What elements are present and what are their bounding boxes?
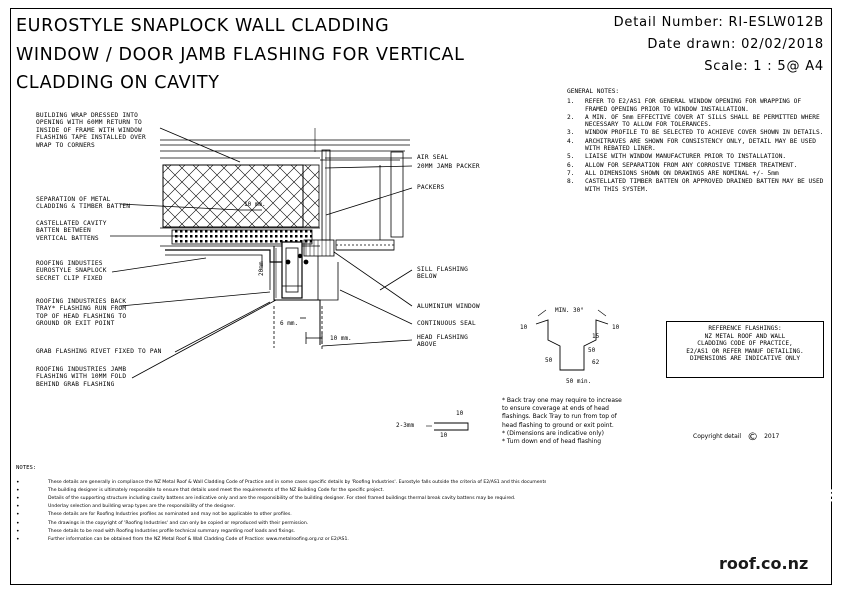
profile-dim-a: 10 [520,324,528,331]
title-line-2: WINDOW / DOOR JAMB FLASHING FOR VERTICAL [16,45,465,65]
profile-min-angle: MIN. 30° [555,307,584,314]
fold-gap-label: 2-3mm [396,422,415,429]
general-notes-heading: GENERAL NOTES: [567,88,620,95]
label-building-wrap: BUILDING WRAP DRESSED INTO OPENING WITH … [36,112,146,149]
notes: NOTES: •These details are generally in c… [16,464,546,544]
title-line-3: CLADDING ON CAVITY [16,73,220,93]
dim-20mm: 20mm [258,261,265,276]
note-item: •The drawings in the copyright of 'Roofi… [16,519,309,527]
general-note: 6.ALLOW FOR SEPARATION FROM ANY CORROSIV… [567,161,798,169]
reference-flashings-box: REFERENCE FLASHINGS: NZ METAL ROOF AND W… [666,321,824,378]
general-note: 5.LIAISE WITH WINDOW MANUFACTURER PRIOR … [567,153,787,161]
copyright: Copyright detail © 2017 [693,430,779,443]
label-head-flashing: HEAD FLASHING ABOVE [417,334,469,349]
note-item: •The building designer is ultimately res… [16,487,384,495]
fold-bottom-label: 10 [440,432,448,439]
drawing-frame [10,8,832,585]
label-jamb-flashing: ROOFING INDUSTRIES JAMB FLASHING WITH 10… [36,366,127,388]
profile-dim-f: 62 [592,359,600,366]
label-back-tray: ROOFING INDUSTRIES BACK TRAY* FLASHING R… [36,298,127,328]
footnote-line: head flashing to ground or exit point. [502,421,614,429]
dim-10mm-top: 10 mm. [244,201,266,208]
label-separation: SEPARATION OF METAL CLADDING & TIMBER BA… [36,196,131,211]
dim-10mm-bottom: 10 mm. [330,335,352,342]
note-item: •Underlay selection and building wrap ty… [16,503,236,511]
logo-website: roof.co.nz [719,554,809,573]
general-note: 2.A MIN. OF 5mm EFFECTIVE COVER AT SILLS… [567,113,820,129]
general-note: 8.CASTELLATED TIMBER BATTEN OR APPROVED … [567,178,824,193]
profile-dim-b: 10 [612,324,620,331]
profile-dim-g: 50 min. [566,378,592,385]
general-note: 3.WINDOW PROFILE TO BE SELECTED TO ACHIE… [567,129,824,137]
reference-text: REFERENCE FLASHINGS: NZ METAL ROOF AND W… [686,325,804,362]
label-air-seal: AIR SEAL [417,154,449,161]
title-line-1: EUROSTYLE SNAPLOCK WALL CLADDING [16,16,390,36]
fold-top-label: 10 [456,410,464,417]
notes-heading: NOTES: [16,465,37,471]
general-note: 1.REFER TO E2/AS1 FOR GENERAL WINDOW OPE… [567,98,802,113]
copyright-icon: © [747,430,759,443]
copyright-year: 2017 [764,433,780,440]
footnote-line: * Turn down end of head flashing [502,438,602,446]
label-continuous-seal: CONTINUOUS SEAL [417,320,476,327]
note-item: •Details of the supporting structure inc… [16,495,516,503]
profile-dim-e: 50 [588,347,596,354]
label-jamb-packer: 20mm JAMB PACKER [417,163,480,170]
label-snaplock-clip: ROOFING INDUSTIES EUROSTYLE SNAPLOCK SEC… [36,260,107,282]
footnote-line: * (Dimensions are indicative only) [502,429,604,437]
footnote-line: * Back tray one may require to increase [502,397,622,404]
date-drawn: Date drawn: 02/02/2018 [647,37,824,52]
label-packers: PACKERS [417,184,445,191]
footnotes: * Back tray one may require to increase … [502,397,622,446]
profile-dim-d: 50 [545,357,553,364]
roofing-industries-logo: Roofing Industries roof.co.nz [701,450,842,576]
note-item: •These details to be read with Roofing I… [16,527,296,535]
footnote-line: to ensure coverage at ends of head [502,405,609,413]
label-grab-flashing: GRAB FLASHING RIVET FIXED TO PAN [36,348,162,355]
detail-number: Detail Number: RI-ESLW012B [613,15,824,30]
copyright-text: Copyright detail [693,433,742,440]
dim-6mm: 6 mm. [280,320,299,327]
label-sill-flashing: SILL FLASHING BELOW [417,266,469,281]
scale: Scale: 1 : 5@ A4 [704,59,824,74]
label-aluminium-window: ALUMINIUM WINDOW [417,303,480,310]
profile-dim-c: 15 [592,333,600,340]
note-item: •These details are generally in complian… [16,479,546,487]
label-castellated-batten: CASTELLATED CAVITY BATTEN BETWEEN VERTIC… [36,220,107,242]
general-note: 4.ARCHITRAVES ARE SHOWN FOR CONSISTENCY … [567,137,816,153]
note-item: •Further information can be obtained fro… [16,535,349,543]
general-notes: GENERAL NOTES: 1.REFER TO E2/AS1 FOR GEN… [567,88,827,194]
general-note: 7.ALL DIMENSIONS SHOWN ON DRAWINGS ARE N… [567,169,779,177]
footnote-line: flashings. Back Tray to run from top of [502,413,617,421]
note-item: •These details are for Roofing Industrie… [16,511,292,519]
